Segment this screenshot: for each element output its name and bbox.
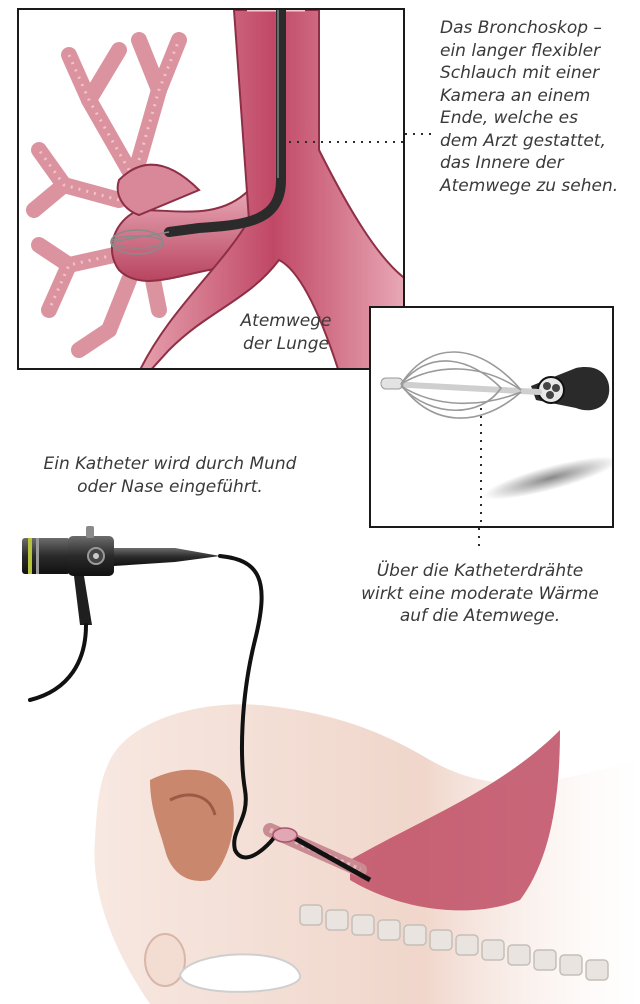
patient-body [94, 704, 640, 1004]
catheter-basket-illustration [371, 308, 614, 528]
airways-label-line: der Lunge [231, 333, 341, 356]
wires-caption-line: wirkt eine moderate Wärme [355, 583, 605, 606]
bronchoscope-caption-line: Ende, welche es [440, 107, 640, 130]
bronchoscope-caption-line: dem Arzt gestattet, [440, 130, 640, 153]
bronchoscope-inserted-tube [280, 830, 370, 880]
larynx-ring [273, 828, 297, 842]
catheter-caption-line: Ein Katheter wird durch Mund [40, 453, 300, 476]
bronchoscope-caption-line: das Innere der [440, 152, 640, 175]
bronchoscope-leader-line [405, 130, 435, 140]
wires-caption: Über die Katheterdrähte wirkt eine moder… [355, 560, 605, 628]
bronchoscope-caption-line: Schlauch mit einer [440, 62, 640, 85]
bronchoscope-caption-line: Das Bronchoskop – [440, 17, 640, 40]
bronchoscope-caption-line: ein langer flexibler [440, 40, 640, 63]
bronchial-tree-illustration [19, 10, 405, 370]
wires-leader-line [477, 528, 483, 550]
catheter-closeup-frame [369, 306, 614, 528]
wires-caption-line: Über die Katheterdrähte [355, 560, 605, 583]
catheter-caption-line: oder Nase eingeführt. [40, 476, 300, 499]
bronchoscope-handle [22, 526, 220, 625]
bronchoscope-caption-line: Kamera an einem [440, 85, 640, 108]
bronchoscope-caption-line: Atemwege zu sehen. [440, 175, 640, 198]
bronchoscope-cable [30, 556, 280, 857]
bronchoscope-caption: Das Bronchoskop – ein langer flexibler S… [440, 17, 640, 197]
airways-label: Atemwege der Lunge [231, 310, 341, 355]
catheter-caption: Ein Katheter wird durch Mund oder Nase e… [40, 453, 300, 498]
airways-label-line: Atemwege [231, 310, 341, 333]
airway-illustration-frame: Atemwege der Lunge [17, 8, 405, 370]
wires-caption-line: auf die Atemwege. [355, 605, 605, 628]
